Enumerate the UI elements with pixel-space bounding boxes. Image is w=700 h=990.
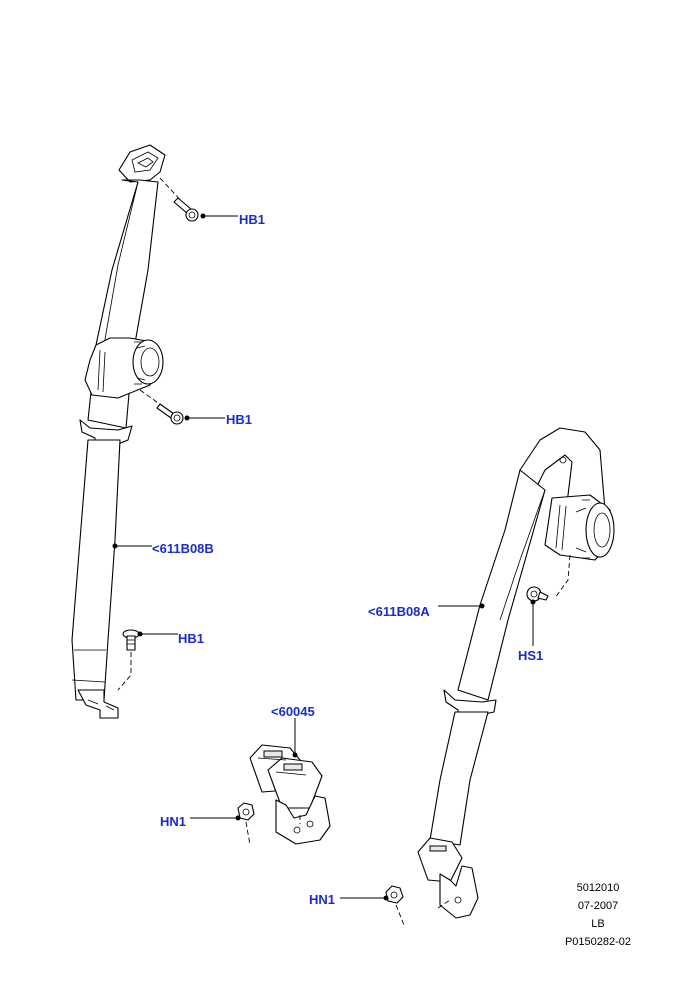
bolt-hb1-top: [159, 177, 199, 222]
leader-lines: [112, 213, 536, 901]
nut-hn1-left: [237, 802, 255, 846]
drawing-id: P0150282-02: [565, 936, 631, 948]
callout-hb1-top[interactable]: HB1: [239, 212, 265, 227]
bolt-hb1-bottom: [117, 629, 140, 691]
drawing-code: 5012010: [577, 882, 620, 894]
upper-d-ring-anchor: [118, 144, 166, 183]
centre-buckle-assembly: [237, 744, 331, 846]
callout-hn1-left[interactable]: HN1: [160, 814, 186, 829]
nut-hn1-right: [385, 885, 405, 926]
bolt-hs1: [526, 554, 571, 602]
left-seat-belt-assembly: [71, 144, 199, 719]
callout-hb1-mid[interactable]: HB1: [226, 412, 252, 427]
bolt-hb1-mid: [139, 389, 184, 425]
callout-hs1[interactable]: HS1: [518, 648, 543, 663]
callout-left-belt[interactable]: <611B08B: [152, 541, 214, 556]
left-belt-webbing-lower: [71, 439, 121, 701]
right-seat-belt-assembly: [385, 427, 615, 926]
callout-hb1-bottom[interactable]: HB1: [178, 631, 204, 646]
left-retractor: [84, 337, 164, 399]
right-belt-webbing: [457, 469, 546, 701]
drawing-date: 07-2007: [578, 900, 618, 912]
left-lower-anchor: [77, 689, 119, 719]
callout-right-belt[interactable]: <611B08A: [368, 604, 430, 619]
drawing-lang: LB: [591, 918, 604, 930]
right-lower-anchor: [417, 837, 479, 919]
callout-buckle[interactable]: <60045: [271, 704, 315, 719]
right-retractor: [544, 494, 615, 561]
drawing-info-block: 5012010 07-2007 LB P0150282-02: [565, 882, 631, 948]
callout-hn1-right[interactable]: HN1: [309, 892, 335, 907]
